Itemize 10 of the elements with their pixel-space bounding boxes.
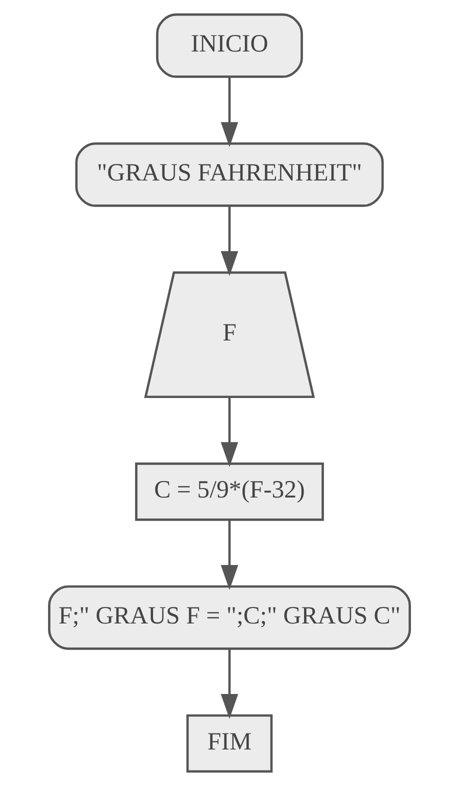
- node-box: C = 5/9*(F-32): [134, 462, 324, 521]
- arrow: [220, 77, 238, 147]
- node-box: INICIO: [156, 13, 302, 78]
- node-box: FIM: [186, 714, 272, 773]
- arrow: [220, 648, 238, 719]
- arrow: [220, 206, 238, 276]
- arrow: [220, 520, 238, 590]
- node-box: F;" GRAUS F = ";C;" GRAUS C": [48, 585, 410, 650]
- node-box: "GRAUS FAHRENHEIT": [74, 142, 384, 207]
- arrow: [220, 397, 238, 467]
